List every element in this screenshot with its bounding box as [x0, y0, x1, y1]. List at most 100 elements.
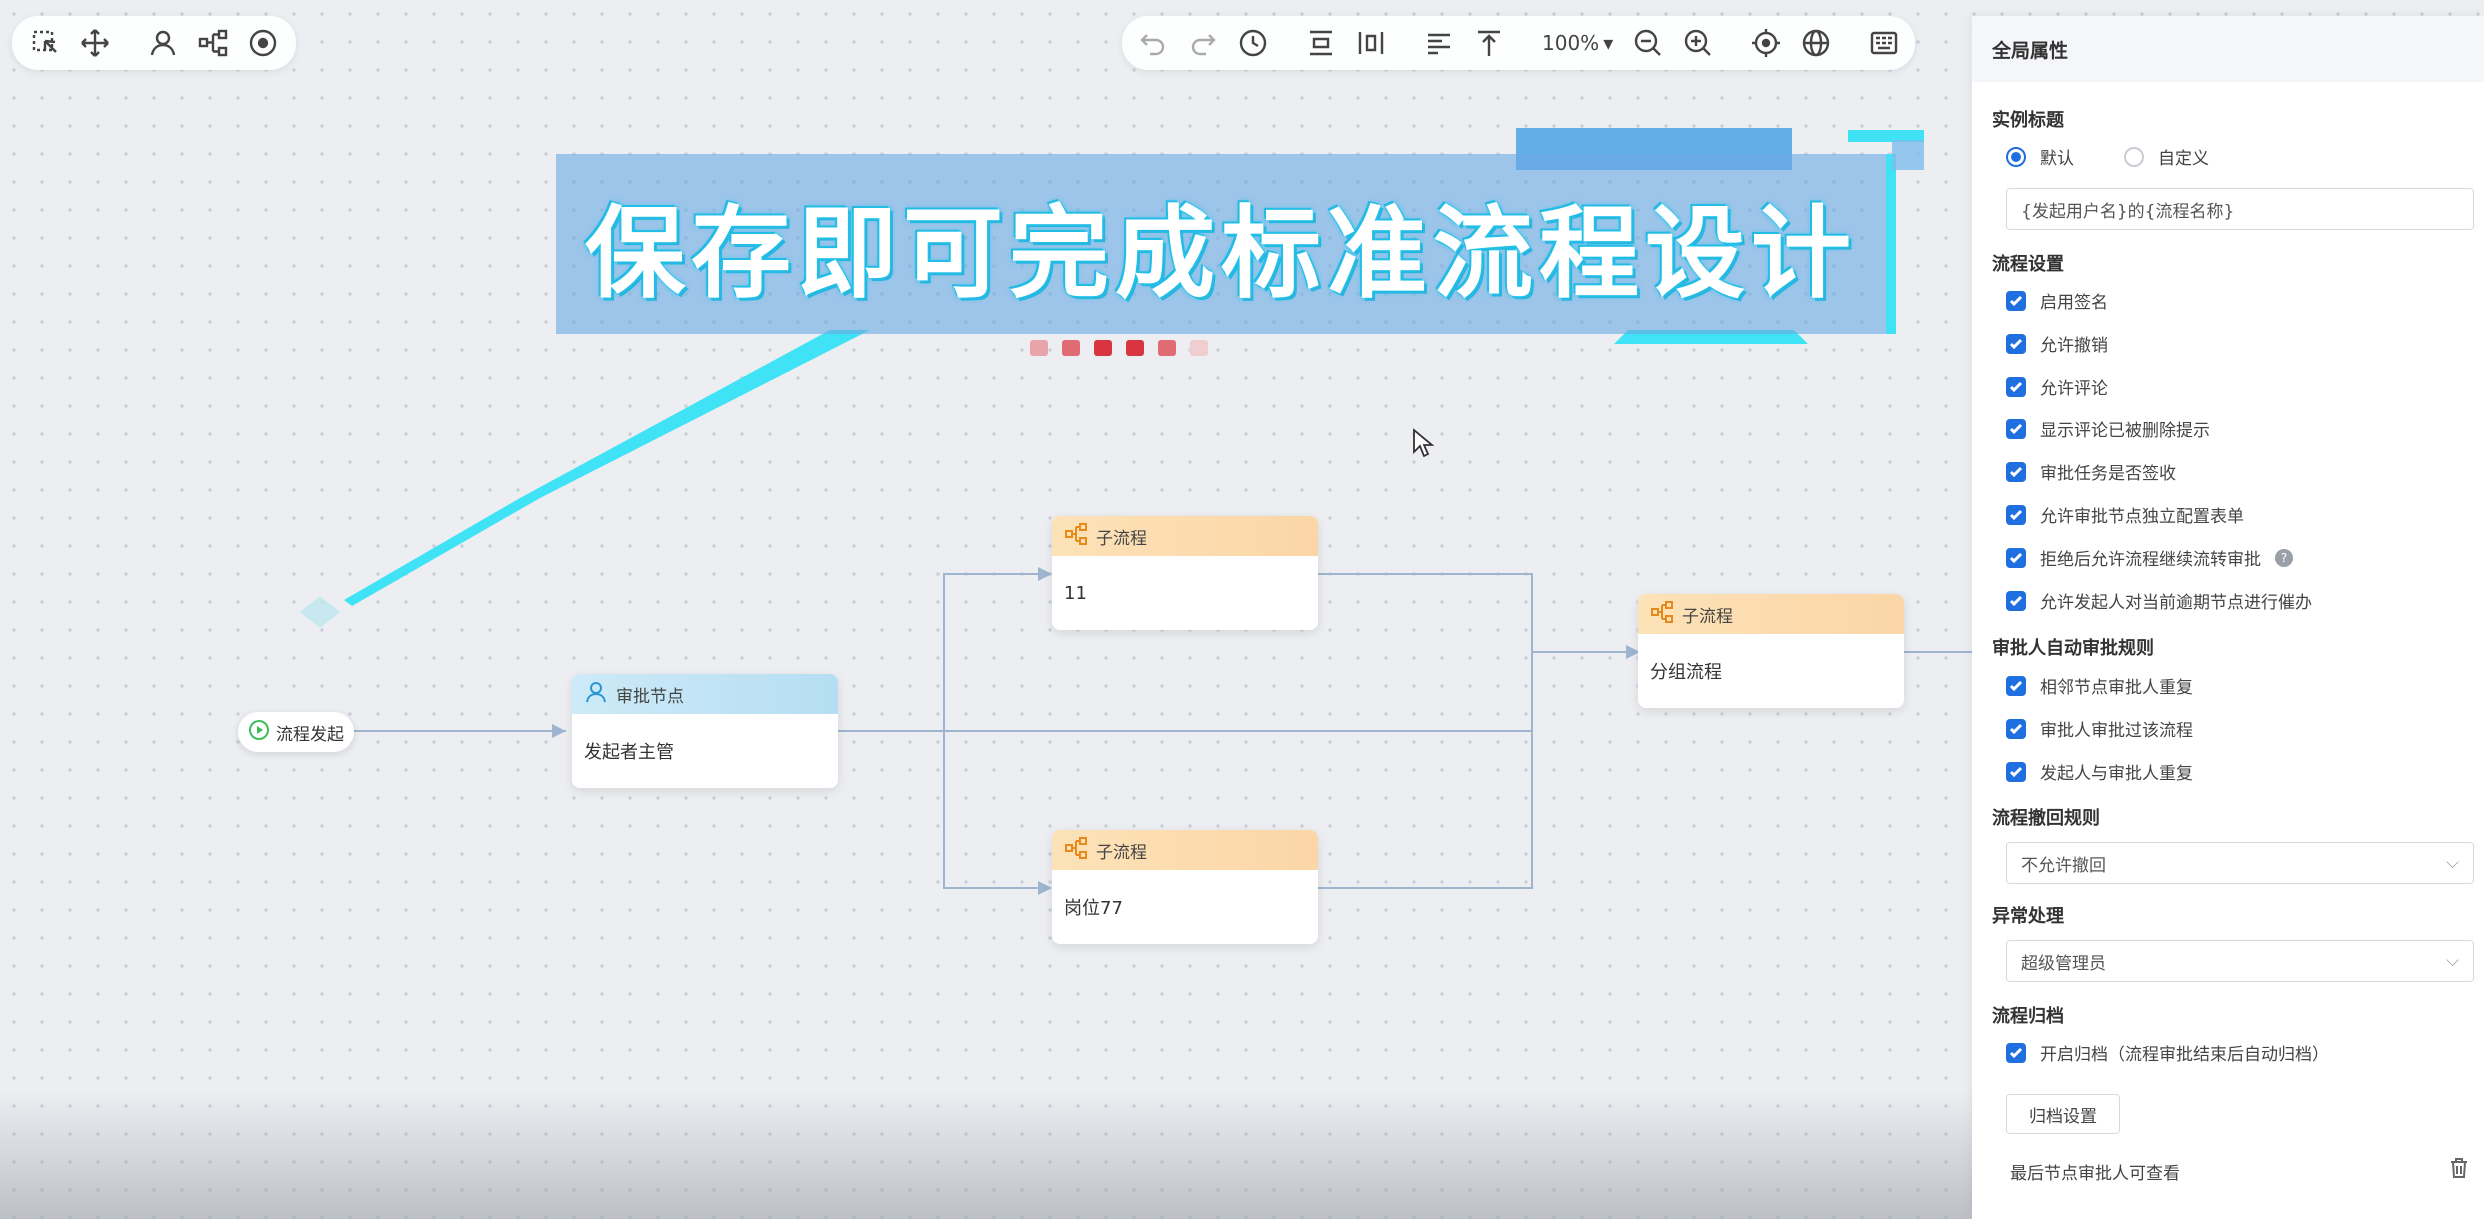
- align-top-icon[interactable]: [1464, 18, 1514, 68]
- play-icon: [248, 719, 270, 746]
- chevron-down-icon: ⌵: [2446, 951, 2459, 971]
- checkbox-checked[interactable]: [2006, 376, 2026, 397]
- approval-node-body: 发起者主管: [584, 742, 674, 763]
- zoom-select[interactable]: 100%▾: [1532, 31, 1623, 55]
- panel-title: 全局属性: [1972, 16, 2484, 82]
- checkbox-checked[interactable]: [2006, 718, 2026, 739]
- approval-node-type: 审批节点: [616, 686, 684, 707]
- minimap-icon[interactable]: [1859, 18, 1909, 68]
- setting-continue-after-reject[interactable]: 拒绝后允许流程继续流转审批?: [2006, 545, 2293, 570]
- chevron-down-icon: ⌵: [2446, 853, 2459, 873]
- top-toolbar: 100%▾: [1122, 16, 1916, 70]
- start-label: 流程发起: [276, 724, 344, 745]
- archive-last-item-label: 最后节点审批人可查看: [2010, 1164, 2180, 1184]
- promo-banner: 保存即可完成标准流程设计: [556, 154, 1886, 334]
- help-icon[interactable]: ?: [2275, 548, 2293, 567]
- setting-label: 允许审批节点独立配置表单: [2040, 507, 2244, 527]
- zoom-value: 100%: [1542, 31, 1600, 55]
- revoke-rules-select[interactable]: 不允许撤回 ⌵: [2006, 842, 2474, 884]
- setting-label: 允许撤销: [2040, 336, 2108, 356]
- locate-icon[interactable]: [1741, 18, 1791, 68]
- radio-custom-label: 自定义: [2158, 149, 2209, 169]
- left-toolbar: [12, 16, 296, 70]
- subprocess-node-top[interactable]: 子流程 11: [1052, 516, 1318, 630]
- setting-label: 允许评论: [2040, 379, 2108, 399]
- subprocess-header: 子流程: [1052, 830, 1318, 870]
- subprocess-icon: [1064, 836, 1088, 865]
- properties-panel: 全局属性 实例标题 默认 自定义 {发起用户名}的{流程名称} 流程设置 启用签…: [1972, 16, 2484, 1219]
- checkbox-checked[interactable]: [2006, 333, 2026, 354]
- setting-label: 启用签名: [2040, 293, 2108, 313]
- banner-text: 保存即可完成标准流程设计: [585, 194, 1857, 312]
- subprocess-type: 子流程: [1096, 842, 1147, 863]
- redo-icon[interactable]: [1178, 18, 1228, 68]
- archive-settings-button[interactable]: 归档设置: [2006, 1094, 2120, 1134]
- setting-label: 显示评论已被删除提示: [2040, 421, 2210, 441]
- exception-select[interactable]: 超级管理员 ⌵: [2006, 940, 2474, 982]
- checkbox-checked[interactable]: [2006, 418, 2026, 439]
- setting-allow-revoke[interactable]: 允许撤销: [2006, 331, 2108, 356]
- rule-approved-before[interactable]: 审批人审批过该流程: [2006, 716, 2193, 741]
- zoom-out-icon[interactable]: [1623, 18, 1673, 68]
- undo-icon[interactable]: [1128, 18, 1178, 68]
- rule-initiator-duplicate[interactable]: 发起人与审批人重复: [2006, 759, 2193, 784]
- auto-rules-label: 审批人自动审批规则: [1992, 638, 2154, 659]
- align-vertical-icon[interactable]: [1296, 18, 1346, 68]
- radio-custom[interactable]: [2124, 146, 2144, 167]
- subprocess-body: 11: [1064, 582, 1087, 604]
- subprocess-type: 子流程: [1096, 528, 1147, 549]
- subprocess-body: 分组流程: [1650, 662, 1722, 683]
- archive-label: 流程归档: [1992, 1006, 2064, 1027]
- globe-icon[interactable]: [1791, 18, 1841, 68]
- approval-node[interactable]: 审批节点 发起者主管: [572, 674, 838, 788]
- connectors: [354, 567, 1972, 895]
- align-left-icon[interactable]: [1414, 18, 1464, 68]
- subprocess-header: 子流程: [1638, 594, 1904, 634]
- process-settings-label: 流程设置: [1992, 254, 2064, 275]
- branch-icon[interactable]: [188, 18, 238, 68]
- subprocess-body: 岗位77: [1064, 898, 1123, 919]
- bottom-shade: [0, 1090, 1972, 1219]
- setting-show-deleted-comment[interactable]: 显示评论已被删除提示: [2006, 416, 2210, 441]
- checkbox-checked[interactable]: [2006, 290, 2026, 311]
- setting-allow-comment[interactable]: 允许评论: [2006, 374, 2108, 399]
- radio-default-label: 默认: [2040, 149, 2074, 169]
- setting-label: 审批任务是否签收: [2040, 464, 2176, 484]
- checkbox-checked[interactable]: [2006, 1042, 2026, 1063]
- start-node[interactable]: 流程发起: [238, 712, 354, 752]
- setting-label: 允许发起人对当前逾期节点进行催办: [2040, 593, 2312, 613]
- checkbox-checked[interactable]: [2006, 590, 2026, 611]
- rule-label: 审批人审批过该流程: [2040, 721, 2193, 741]
- checkbox-checked[interactable]: [2006, 461, 2026, 482]
- instance-title-input[interactable]: {发起用户名}的{流程名称}: [2006, 188, 2474, 230]
- subprocess-node-bottom[interactable]: 子流程 岗位77: [1052, 830, 1318, 944]
- rule-adjacent-duplicate[interactable]: 相邻节点审批人重复: [2006, 673, 2193, 698]
- move-icon[interactable]: [70, 18, 120, 68]
- checkbox-checked[interactable]: [2006, 547, 2026, 568]
- history-icon[interactable]: [1228, 18, 1278, 68]
- zoom-in-icon[interactable]: [1673, 18, 1723, 68]
- archive-last-item: 最后节点审批人可查看: [2010, 1159, 2180, 1184]
- subprocess-node-right[interactable]: 子流程 分组流程: [1638, 594, 1904, 708]
- checkbox-checked[interactable]: [2006, 675, 2026, 696]
- archive-enable[interactable]: 开启归档（流程审批结束后自动归档）: [2006, 1040, 2329, 1065]
- align-horizontal-icon[interactable]: [1346, 18, 1396, 68]
- exception-value: 超级管理员: [2021, 953, 2106, 974]
- target-icon[interactable]: [238, 18, 288, 68]
- checkbox-checked[interactable]: [2006, 761, 2026, 782]
- exception-label: 异常处理: [1992, 906, 2064, 927]
- rule-label: 发起人与审批人重复: [2040, 764, 2193, 784]
- user-icon[interactable]: [138, 18, 188, 68]
- setting-urge-overdue[interactable]: 允许发起人对当前逾期节点进行催办: [2006, 588, 2312, 613]
- trash-icon[interactable]: [2448, 1156, 2470, 1184]
- setting-task-sign[interactable]: 审批任务是否签收: [2006, 459, 2176, 484]
- select-icon[interactable]: [20, 18, 70, 68]
- revoke-rules-value: 不允许撤回: [2021, 855, 2106, 876]
- setting-label: 拒绝后允许流程继续流转审批: [2040, 550, 2261, 570]
- setting-node-form[interactable]: 允许审批节点独立配置表单: [2006, 502, 2244, 527]
- checkbox-checked[interactable]: [2006, 504, 2026, 525]
- archive-enable-label: 开启归档（流程审批结束后自动归档）: [2040, 1045, 2329, 1065]
- radio-default[interactable]: [2006, 146, 2026, 167]
- banner-decoration: [300, 128, 1924, 628]
- setting-enable-signature[interactable]: 启用签名: [2006, 288, 2108, 313]
